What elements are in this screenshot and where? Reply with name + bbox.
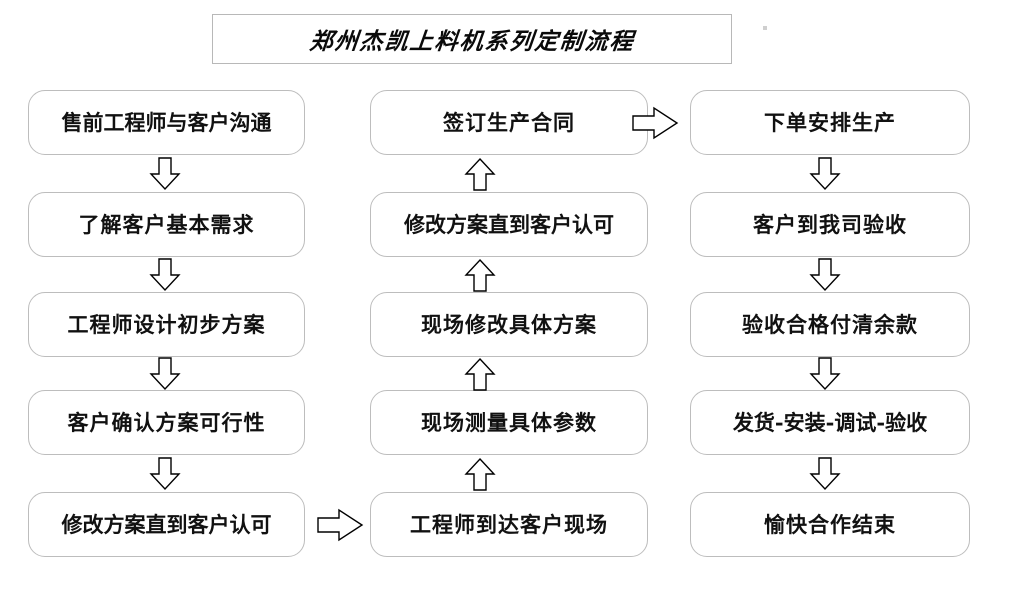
node-col2-5-label: 工程师到达客户现场 [410, 512, 608, 537]
node-col3-5-label: 愉快合作结束 [764, 512, 896, 537]
node-col3-1[interactable]: 下单安排生产 [690, 90, 970, 155]
node-col1-2[interactable]: 了解客户基本需求 [28, 192, 305, 257]
node-col2-3-label: 现场修改具体方案 [421, 312, 597, 337]
arrow-right-col1-to-col2 [317, 508, 364, 542]
node-col2-2-label: 修改方案直到客户认可 [404, 212, 614, 237]
arrow-up-col2-4 [460, 457, 500, 491]
chart-title-text: 郑州杰凯上料机系列定制流程 [307, 28, 636, 55]
node-col3-4[interactable]: 发货-安装-调试-验收 [690, 390, 970, 455]
arrow-down-col3-1 [805, 157, 845, 191]
arrow-right-col2-to-col3 [632, 106, 679, 140]
node-col1-3[interactable]: 工程师设计初步方案 [28, 292, 305, 357]
arrow-up-col2-3 [460, 357, 500, 391]
node-col1-1[interactable]: 售前工程师与客户沟通 [28, 90, 305, 155]
node-col2-1[interactable]: 签订生产合同 [370, 90, 648, 155]
node-col3-1-label: 下单安排生产 [764, 110, 896, 135]
node-col1-1-label: 售前工程师与客户沟通 [61, 110, 272, 135]
stray-speck-mark [763, 26, 767, 30]
arrow-down-col1-3 [145, 357, 185, 391]
node-col2-1-label: 签订生产合同 [443, 110, 575, 135]
chart-title-box: 郑州杰凯上料机系列定制流程 [212, 14, 732, 64]
node-col1-4[interactable]: 客户确认方案可行性 [28, 390, 305, 455]
node-col2-5[interactable]: 工程师到达客户现场 [370, 492, 648, 557]
arrow-down-col1-1 [145, 157, 185, 191]
node-col3-2-label: 客户到我司验收 [753, 212, 907, 237]
arrow-down-col1-4 [145, 457, 185, 491]
node-col1-5-label: 修改方案直到客户认可 [61, 512, 272, 537]
node-col3-5[interactable]: 愉快合作结束 [690, 492, 970, 557]
node-col1-5[interactable]: 修改方案直到客户认可 [28, 492, 305, 557]
arrow-down-col1-2 [145, 258, 185, 292]
arrow-down-col3-4 [805, 457, 845, 491]
node-col3-3[interactable]: 验收合格付清余款 [690, 292, 970, 357]
node-col2-3[interactable]: 现场修改具体方案 [370, 292, 648, 357]
node-col1-3-label: 工程师设计初步方案 [67, 312, 266, 337]
arrow-down-col3-3 [805, 357, 845, 391]
arrow-down-col3-2 [805, 258, 845, 292]
node-col2-4-label: 现场测量具体参数 [421, 410, 597, 435]
node-col1-2-label: 了解客户基本需求 [78, 212, 255, 237]
node-col3-4-label: 发货-安装-调试-验收 [732, 410, 928, 435]
node-col3-3-label: 验收合格付清余款 [742, 312, 918, 337]
node-col1-4-label: 客户确认方案可行性 [67, 410, 266, 435]
node-col3-2[interactable]: 客户到我司验收 [690, 192, 970, 257]
node-col2-4[interactable]: 现场测量具体参数 [370, 390, 648, 455]
node-col2-2[interactable]: 修改方案直到客户认可 [370, 192, 648, 257]
arrow-up-col2-2 [460, 258, 500, 292]
arrow-up-col2-1 [460, 157, 500, 191]
